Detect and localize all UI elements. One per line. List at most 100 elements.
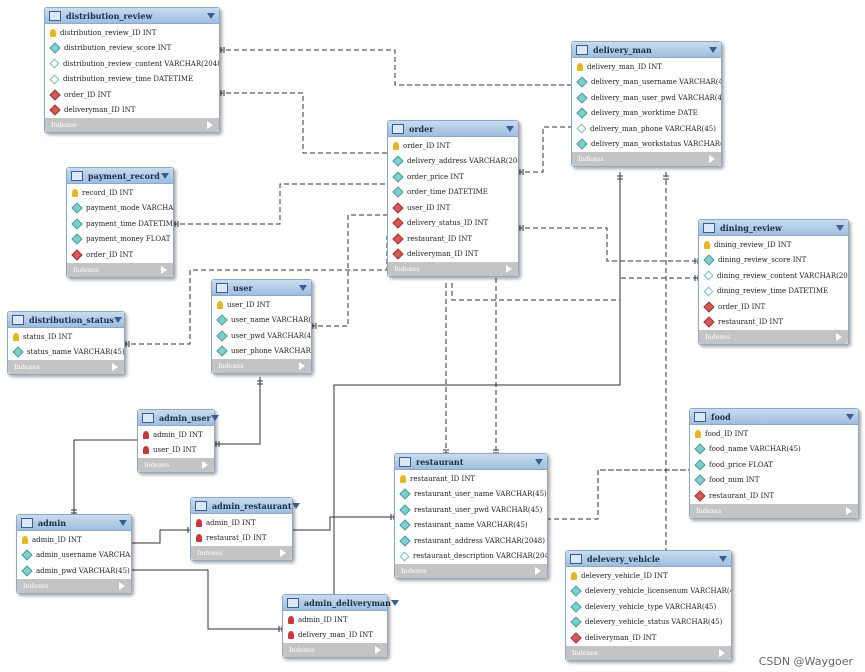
table-header[interactable]: payment_record (67, 168, 173, 184)
column-row[interactable]: restaurant_ID INT (388, 231, 518, 247)
expand-arrow-icon[interactable] (119, 581, 125, 590)
column-row[interactable]: dining_review_time DATETIME (699, 284, 848, 300)
indexes-footer[interactable]: Indexes (566, 645, 731, 660)
column-row[interactable]: restaurant_ID INT (690, 488, 858, 504)
collapse-triangle-icon[interactable] (210, 414, 219, 421)
column-row[interactable]: order_time DATETIME (388, 185, 518, 201)
column-row[interactable]: order_price INT (388, 169, 518, 185)
expand-arrow-icon[interactable] (836, 333, 842, 341)
column-row[interactable]: deliveryman_ID INT (388, 247, 518, 263)
expand-arrow-icon[interactable] (112, 363, 118, 371)
column-row[interactable]: restaurat_ID INT (191, 531, 292, 547)
indexes-footer[interactable]: Indexes (8, 360, 124, 374)
table-header[interactable]: restaurant (395, 454, 547, 470)
expand-arrow-icon[interactable] (375, 646, 381, 654)
table-header[interactable]: order (388, 121, 518, 137)
column-row[interactable]: order_ID INT (699, 299, 848, 315)
table-header[interactable]: food (690, 409, 858, 425)
indexes-footer[interactable]: Indexes (191, 546, 292, 560)
column-row[interactable]: delevery_vehicle_type VARCHAR(45) (566, 599, 731, 615)
indexes-footer[interactable]: Indexes (690, 503, 858, 518)
column-row[interactable]: food_price FLOAT (690, 457, 858, 473)
expand-arrow-icon[interactable] (535, 567, 541, 575)
expand-arrow-icon[interactable] (280, 549, 286, 557)
column-row[interactable]: delivery_man_ID INT (572, 59, 721, 75)
column-row[interactable]: restaurant_name VARCHAR(45) (395, 518, 547, 534)
column-row[interactable]: user_ID INT (388, 200, 518, 216)
column-row[interactable]: distribution_review_time DATETIME (45, 72, 219, 88)
column-row[interactable]: delevery_vehicle_licensenum VARCHAR(45) (566, 584, 731, 600)
column-row[interactable]: user_pwd VARCHAR(45) (212, 328, 311, 344)
column-row[interactable]: delivery_man_username VARCHAR(45) (572, 75, 721, 91)
indexes-footer[interactable]: Indexes (699, 330, 848, 344)
column-row[interactable]: restaurant_user_pwd VARCHAR(45) (395, 502, 547, 518)
collapse-triangle-icon[interactable] (119, 519, 127, 526)
column-row[interactable]: delivery_status_ID INT (388, 216, 518, 232)
column-row[interactable]: payment_time DATETIME (67, 216, 173, 232)
expand-arrow-icon[interactable] (299, 362, 305, 370)
collapse-triangle-icon[interactable] (846, 413, 854, 420)
column-row[interactable]: delevery_vehicle_ID INT (566, 568, 731, 584)
column-row[interactable]: payment_mode VARCHAR(45) (67, 201, 173, 217)
column-row[interactable]: dining_review_ID INT (699, 237, 848, 253)
column-row[interactable]: restaurant_ID INT (699, 315, 848, 331)
column-row[interactable]: admin_ID INT (191, 515, 292, 531)
expand-arrow-icon[interactable] (202, 461, 208, 469)
column-row[interactable]: user_name VARCHAR(45) (212, 313, 311, 329)
column-row[interactable]: dining_review_score INT (699, 253, 848, 269)
column-row[interactable]: dining_review_content VARCHAR(2048) (699, 268, 848, 284)
column-row[interactable]: user_ID INT (138, 443, 214, 459)
column-row[interactable]: admin_ID INT (138, 427, 214, 443)
collapse-triangle-icon[interactable] (709, 46, 717, 53)
column-row[interactable]: restaurant_user_name VARCHAR(45) (395, 487, 547, 503)
column-row[interactable]: user_phone VARCHAR(45) (212, 344, 311, 360)
column-row[interactable]: food_num INT (690, 473, 858, 489)
column-row[interactable]: restaurant_ID INT (395, 471, 547, 487)
column-row[interactable]: delivery_man_workstatus VARCHAR(45) (572, 137, 721, 153)
column-row[interactable]: distribution_review_score INT (45, 41, 219, 57)
collapse-triangle-icon[interactable] (719, 555, 727, 562)
indexes-footer[interactable]: Indexes (283, 643, 387, 657)
column-row[interactable]: user_ID INT (212, 297, 311, 313)
column-row[interactable]: order_ID INT (388, 138, 518, 154)
table-header[interactable]: delivery_man (572, 42, 721, 58)
expand-arrow-icon[interactable] (719, 648, 725, 657)
column-row[interactable]: admin_ID INT (283, 612, 387, 628)
column-row[interactable]: delivery_man_user_pwd VARCHAR(45) (572, 90, 721, 106)
indexes-footer[interactable]: Indexes (395, 564, 547, 578)
column-row[interactable]: restaurant_address VARCHAR(2048) (395, 533, 547, 549)
column-row[interactable]: status_name VARCHAR(45) (8, 345, 124, 361)
column-row[interactable]: delivery_man_ID INT (283, 628, 387, 644)
expand-arrow-icon[interactable] (506, 265, 512, 273)
collapse-triangle-icon[interactable] (113, 316, 122, 323)
table-header[interactable]: admin_deliveryman (283, 595, 399, 611)
column-row[interactable]: delevery_vehicle_status VARCHAR(45) (566, 615, 731, 631)
collapse-triangle-icon[interactable] (291, 502, 300, 509)
collapse-triangle-icon[interactable] (506, 125, 514, 132)
indexes-footer[interactable]: Indexes (388, 262, 518, 276)
column-row[interactable]: admin_pwd VARCHAR(45) (17, 563, 131, 579)
expand-arrow-icon[interactable] (161, 265, 167, 274)
expand-arrow-icon[interactable] (709, 155, 715, 163)
indexes-footer[interactable]: Indexes (138, 458, 214, 472)
column-row[interactable]: food_name VARCHAR(45) (690, 442, 858, 458)
column-row[interactable]: distribution_review_content VARCHAR(2048… (45, 56, 219, 72)
table-header[interactable]: delevery_vehicle (566, 551, 731, 567)
indexes-footer[interactable]: Indexes (572, 152, 721, 166)
collapse-triangle-icon[interactable] (836, 224, 844, 231)
column-row[interactable]: delivery_man_worktime DATE (572, 106, 721, 122)
table-header[interactable]: admin_restaurant (191, 498, 300, 514)
column-row[interactable]: delivery_man_phone VARCHAR(45) (572, 121, 721, 137)
table-header[interactable]: distribution_review (45, 8, 219, 24)
column-row[interactable]: restaurant_description VARCHAR(2048) (395, 549, 547, 565)
column-row[interactable]: record_ID INT (67, 185, 173, 201)
indexes-footer[interactable]: Indexes (45, 118, 219, 132)
collapse-triangle-icon[interactable] (299, 284, 307, 291)
